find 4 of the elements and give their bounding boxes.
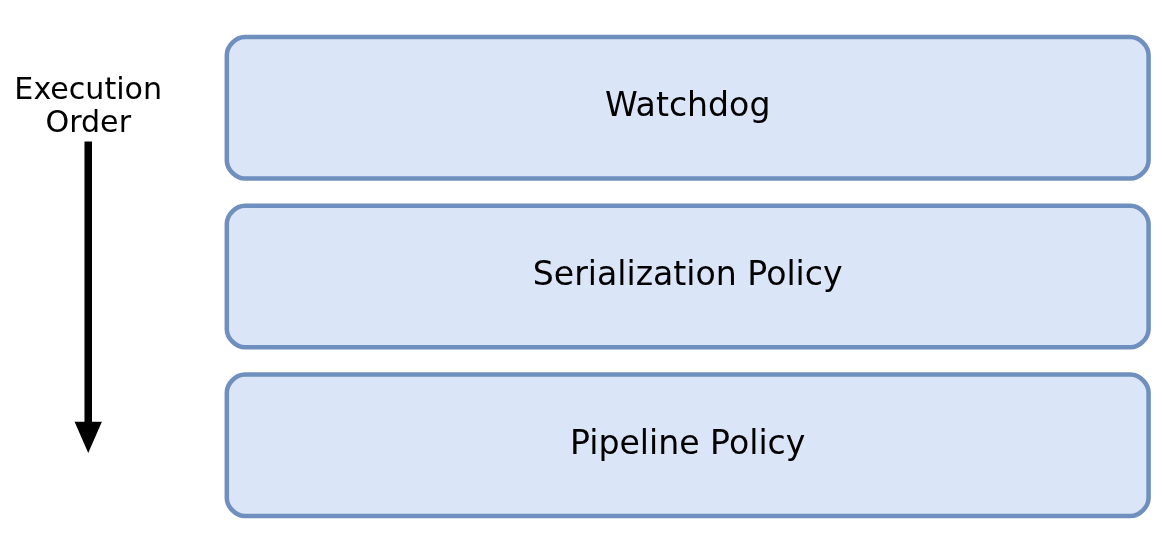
node-box: Pipeline Policy bbox=[224, 371, 1151, 518]
label: Execution Order bbox=[14, 70, 163, 139]
node-box: Serialization Policy bbox=[224, 202, 1151, 350]
node-box: Watchdog bbox=[224, 34, 1151, 181]
